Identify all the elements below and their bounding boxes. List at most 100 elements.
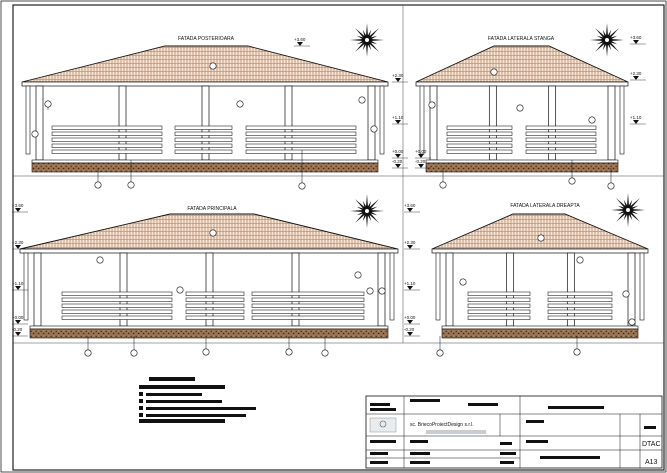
post — [119, 252, 128, 327]
fascia — [431, 248, 649, 254]
callout-marker — [94, 181, 102, 189]
level-marker: -0.20 — [12, 327, 28, 337]
post — [488, 85, 497, 161]
level-label: +2.30 — [12, 240, 24, 245]
view-title: FATADA LATERALA DREAPTA — [510, 203, 580, 209]
level-label: +3.60 — [12, 203, 24, 208]
level-marker: +0.00 — [415, 149, 431, 159]
callout-marker — [588, 116, 596, 124]
bench-railing — [174, 125, 233, 154]
level-marker: +3.60 — [12, 203, 28, 213]
level-label: +0.00 — [12, 315, 24, 320]
callout-marker — [236, 100, 244, 108]
north-arrow-icon — [350, 23, 384, 57]
bench-railing — [185, 291, 245, 320]
callout-marker — [607, 182, 615, 190]
downpipe — [23, 252, 29, 321]
level-marker: +1.10 — [630, 115, 646, 125]
level-marker: +0.00 — [404, 315, 420, 325]
level-marker: +1.10 — [12, 281, 28, 291]
company-logo — [369, 417, 397, 433]
floor-slab — [29, 325, 389, 330]
level-marker: +2.30 — [404, 240, 420, 250]
post — [201, 85, 210, 161]
fascia — [21, 81, 389, 87]
callout-marker — [358, 96, 366, 104]
roof — [19, 213, 399, 250]
level-label: +1.10 — [392, 115, 404, 120]
level-marker: -0.20 — [415, 159, 431, 169]
callout-marker — [622, 290, 630, 298]
downpipe — [419, 85, 425, 155]
callout-marker — [436, 349, 444, 357]
level-marker: +2.30 — [392, 73, 408, 83]
callout-marker — [573, 348, 581, 356]
stage-label: DTAC — [642, 441, 661, 448]
post — [607, 85, 616, 161]
elevation-left: FATADA LATERALA STANGA+3.60+2.30+1.10+0.… — [415, 23, 646, 190]
bench-railing — [446, 125, 513, 154]
callout-marker — [298, 182, 306, 190]
post — [445, 252, 454, 327]
bench-railing — [61, 291, 173, 320]
floor-slab — [441, 325, 639, 330]
level-label: -0.20 — [12, 327, 23, 332]
callout-marker — [576, 256, 584, 264]
roof — [431, 213, 649, 250]
post — [429, 85, 438, 161]
callout-marker — [31, 130, 39, 138]
callout-marker — [378, 287, 386, 295]
level-label: +2.30 — [404, 240, 416, 245]
notes-legend — [139, 377, 256, 423]
bench-railing — [245, 125, 357, 154]
level-label: +1.10 — [630, 115, 642, 120]
callout-marker — [428, 101, 436, 109]
floor-slab — [31, 159, 379, 164]
downpipe — [25, 85, 31, 155]
level-label: +3.60 — [404, 203, 416, 208]
drawing-frame — [12, 4, 665, 471]
callout-marker — [490, 68, 498, 76]
callout-marker — [209, 229, 217, 237]
post — [118, 85, 127, 161]
callout-marker — [127, 181, 135, 189]
level-label: +2.30 — [392, 73, 404, 78]
callout-marker — [176, 286, 184, 294]
callout-marker — [96, 256, 104, 264]
view-title: FATADA POSTERIOARA — [178, 36, 235, 42]
foundation — [31, 162, 379, 173]
post — [548, 85, 557, 161]
callout-marker — [209, 62, 217, 70]
level-label: +1.10 — [404, 281, 416, 286]
level-marker: +2.30 — [630, 71, 646, 81]
callout-marker — [285, 348, 293, 356]
level-label: +0.00 — [392, 149, 404, 154]
downpipe — [639, 252, 645, 321]
post — [566, 252, 575, 327]
level-label: -0.20 — [392, 159, 403, 164]
level-label: +0.00 — [415, 149, 427, 154]
level-marker: +3.60 — [404, 203, 420, 213]
level-marker: +1.10 — [392, 115, 408, 125]
foundation — [29, 328, 389, 339]
level-marker: -0.20 — [404, 327, 420, 337]
downpipe — [379, 85, 385, 155]
downpipe — [619, 85, 625, 155]
callout-marker — [202, 348, 210, 356]
elevation-right: FATADA LATERALA DREAPTA +3.60 +2.30 +1.10 +0… — [404, 193, 649, 357]
fascia — [415, 81, 629, 87]
north-arrow-icon — [611, 193, 645, 227]
foundation — [425, 162, 619, 173]
post — [291, 252, 300, 327]
title-block: sc. BriecoProiectDesign s.r.l. DTAC A13 — [365, 395, 663, 469]
callout-marker — [321, 349, 329, 357]
elevation-main: FATADA PRINCIPALA +3.60 +2.30 +1.10 +0.00 -0.… — [12, 194, 399, 357]
level-label: +1.10 — [12, 281, 24, 286]
view-title: FATADA PRINCIPALA — [187, 206, 237, 212]
downpipe — [389, 252, 395, 321]
sheet-number: A13 — [645, 459, 658, 466]
level-marker: +3.60 — [294, 37, 310, 47]
floor-slab — [425, 159, 619, 164]
bench-railing — [525, 125, 597, 154]
